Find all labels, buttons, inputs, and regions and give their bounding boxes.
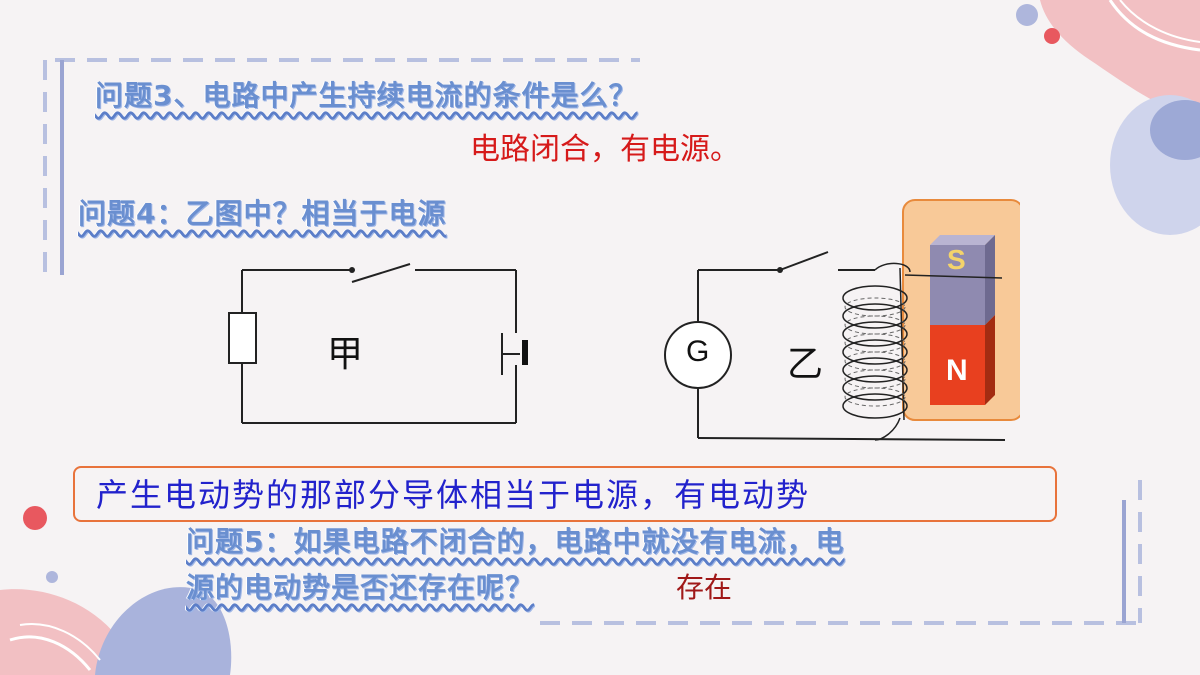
magnet-n-pole <box>930 325 985 405</box>
answer-3: 电路闭合，有电源。 <box>470 132 740 167</box>
question-5-line-1: 问题5：如果电路不闭合的，电路中就没有电流，电 <box>186 525 845 558</box>
magnet-n-label: N <box>946 354 968 387</box>
magnet-s-label: S <box>947 244 966 275</box>
circuit-yi-label: 乙 <box>787 344 824 385</box>
galvanometer-label: G <box>686 335 710 368</box>
question-5-line-2: 源的电动势是否还存在呢？ <box>186 571 535 604</box>
question-3: 问题3、电路中产生持续电流的条件是么？ <box>95 79 638 112</box>
circuit-yi-diagram <box>664 199 1020 441</box>
callout-text: 产生电动势的那部分导体相当于电源，有电动势 <box>96 476 811 514</box>
galvanometer-circle <box>664 321 732 389</box>
callout-box <box>73 466 1057 522</box>
question-4: 问题4：乙图中？相当于电源 <box>78 197 447 230</box>
magnet-s-pole <box>930 245 985 325</box>
circuit-jia-diagram <box>228 263 528 424</box>
answer-5: 存在 <box>676 571 733 604</box>
circuit-jia-label: 甲 <box>327 334 364 375</box>
